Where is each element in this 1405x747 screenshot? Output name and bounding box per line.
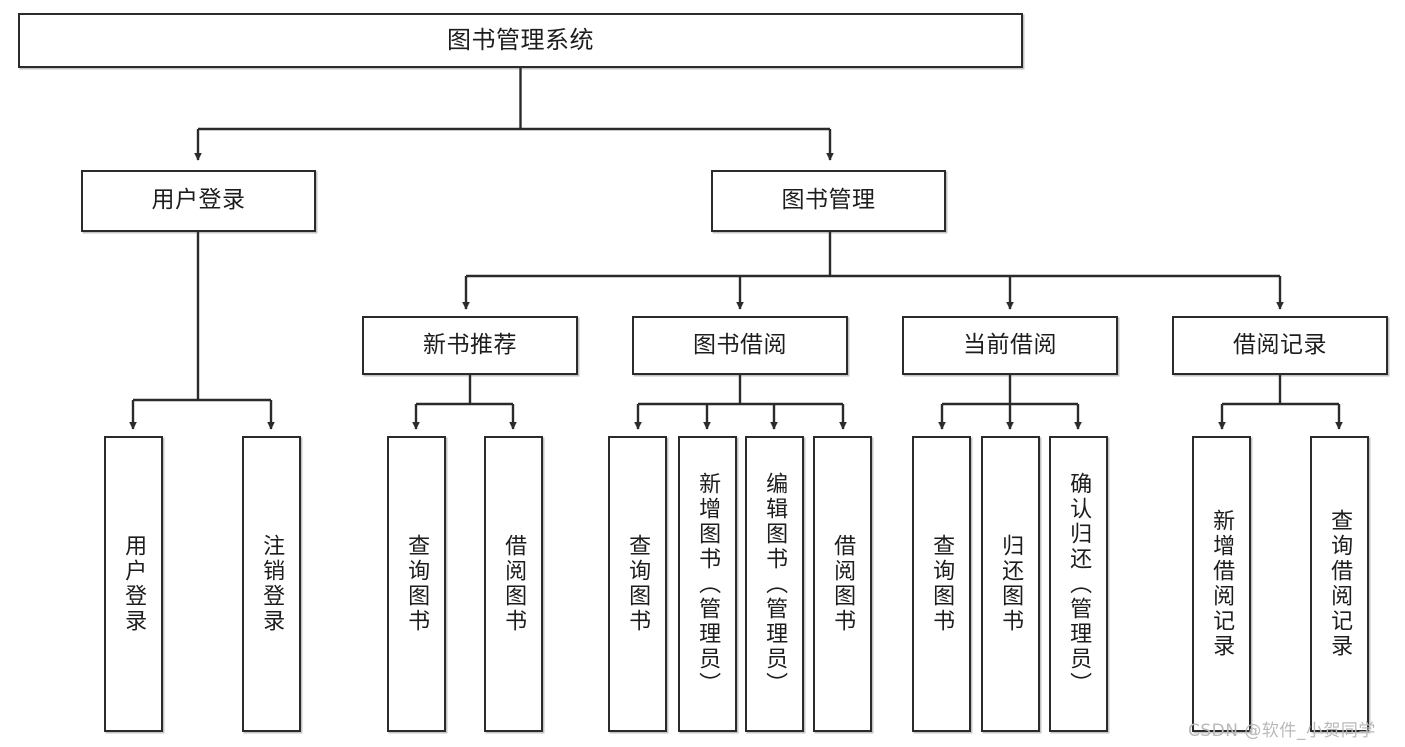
leaf-user-login[interactable]: 用户登录 (104, 436, 163, 732)
leaf-add-book-admin[interactable]: 新增图书（管理员） (678, 436, 737, 732)
node-label: 编辑图书（管理员） (762, 471, 788, 697)
node-label: 用户登录 (121, 534, 147, 634)
node-current-borrow[interactable]: 当前借阅 (902, 316, 1118, 375)
leaf-borrow-book[interactable]: 借阅图书 (813, 436, 872, 732)
leaf-query-book-recommend[interactable]: 查询图书 (387, 436, 446, 732)
leaf-return-book[interactable]: 归还图书 (981, 436, 1040, 732)
node-label: 查询图书 (625, 534, 651, 634)
node-label: 查询图书 (404, 534, 430, 634)
node-label: 图书管理系统 (447, 26, 594, 55)
node-book-borrow[interactable]: 图书借阅 (632, 316, 848, 375)
node-label: 归还图书 (998, 534, 1024, 634)
node-label: 用户登录 (151, 187, 246, 214)
node-label: 注销登录 (259, 534, 285, 634)
leaf-borrow-book-recommend[interactable]: 借阅图书 (484, 436, 543, 732)
leaf-confirm-return-admin[interactable]: 确认归还（管理员） (1049, 436, 1108, 732)
node-label: 借阅记录 (1233, 331, 1327, 358)
leaf-add-borrow-record[interactable]: 新增借阅记录 (1192, 436, 1251, 732)
node-label: 确认归还（管理员） (1066, 471, 1092, 697)
leaf-query-book-current[interactable]: 查询图书 (912, 436, 971, 732)
node-label: 新增借阅记录 (1209, 509, 1235, 659)
node-label: 借阅图书 (501, 534, 527, 634)
node-user-login[interactable]: 用户登录 (81, 170, 316, 232)
node-root-book-management-system[interactable]: 图书管理系统 (18, 13, 1023, 68)
node-label: 新书推荐 (423, 331, 517, 358)
leaf-query-book-borrow[interactable]: 查询图书 (608, 436, 667, 732)
leaf-edit-book-admin[interactable]: 编辑图书（管理员） (745, 436, 804, 732)
node-label: 当前借阅 (963, 331, 1057, 358)
leaf-query-borrow-record[interactable]: 查询借阅记录 (1310, 436, 1369, 732)
node-label: 查询图书 (929, 534, 955, 634)
csdn-watermark: CSDN @软件_小贺同学 (1188, 721, 1376, 741)
node-borrow-record[interactable]: 借阅记录 (1172, 316, 1388, 375)
leaf-logout[interactable]: 注销登录 (242, 436, 301, 732)
node-label: 图书借阅 (693, 331, 787, 358)
node-new-book-recommend[interactable]: 新书推荐 (362, 316, 578, 375)
node-book-management[interactable]: 图书管理 (711, 170, 946, 232)
node-label: 新增图书（管理员） (695, 471, 721, 697)
node-label: 查询借阅记录 (1327, 509, 1353, 659)
node-label: 图书管理 (781, 187, 876, 214)
node-label: 借阅图书 (830, 534, 856, 634)
